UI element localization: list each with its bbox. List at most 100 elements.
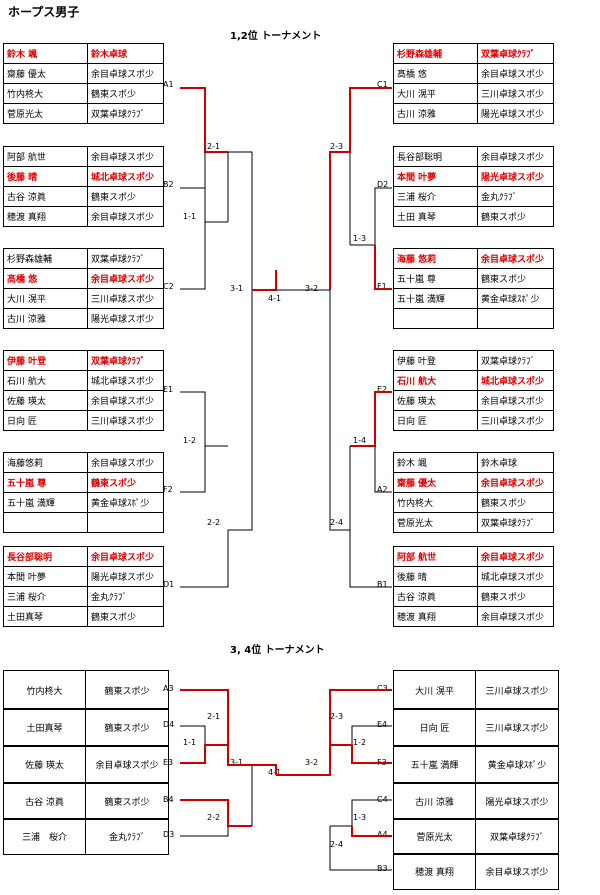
match-score: 1-3 [353,813,367,822]
bracket-line [329,290,351,531]
player-row: 三浦 桜介金丸ｸﾗﾌﾞ [3,818,169,855]
player-row: 日向 匠三川卓球スポ少 [393,708,559,747]
player-row: 菅原光太双葉卓球ｸﾗﾌﾞ [393,818,559,855]
club-name: 城北卓球スポ少 [477,566,554,587]
team-row: 菅原光太双葉卓球ｸﾗﾌﾞ [393,512,554,533]
bracket-line [350,187,392,246]
team-row: 杉野森雄輔双葉卓球ｸﾗﾌﾞ [393,43,554,64]
player-table-d4: 土田真琴鶴東スポ少 [3,708,169,747]
player-table-b3: 穂渡 真翔余目卓球スポ少 [393,853,559,890]
player-row: 大川 滉平三川卓球スポ少 [393,670,559,710]
section-title-3-4: 3, 4位 トーナメント [230,645,325,656]
team-row: 日向 匠三川卓球スポ少 [3,410,164,431]
player-name: 三浦 桜介 [3,818,86,855]
bracket-line [180,744,228,764]
team-row [393,308,554,329]
team-row: 古谷 涼眞鶴東スポ少 [3,186,164,207]
team-table-f2: 海藤悠莉余目卓球スポ少五十嵐 尊鶴東スポ少五十嵐 満輝黄金卓球ｽﾎﾟ少 [3,452,164,533]
bracket-line [180,826,229,837]
player-table-c3: 大川 滉平三川卓球スポ少 [393,670,559,710]
seed-label: B1 [377,580,388,589]
team-row: 髙橋 悠余目卓球スポ少 [3,268,164,289]
club-name: 余目卓球スポ少 [475,853,559,890]
club-name: 鶴東スポ少 [87,606,164,627]
team-table-e2: 伊藤 叶登双葉卓球ｸﾗﾌﾞ石川 航大城北卓球スポ少佐藤 瑛太余目卓球スポ少日向 … [393,350,554,431]
team-row [3,512,164,533]
seed-label: D3 [163,830,175,839]
player-name: 穂渡 真翔 [393,606,478,627]
bracket-line [351,725,392,745]
club-name: 三川卓球スポ少 [477,410,554,431]
player-name: 日向 匠 [393,410,478,431]
seed-label: E1 [163,385,174,394]
player-row: 竹内柊大鶴東スポ少 [3,670,169,710]
player-table-a4: 菅原光太双葉卓球ｸﾗﾌﾞ [393,818,559,855]
team-row: 佐藤 瑛太余目卓球スポ少 [3,390,164,411]
match-score: 3-1 [230,758,244,767]
bracket-line [180,391,228,447]
team-row: 古川 涼雅陽光卓球スポ少 [3,308,164,329]
club-name [477,308,554,329]
bracket-line [330,799,392,827]
seed-label: E4 [377,720,388,729]
match-score: 1-2 [183,436,197,445]
bracket-line [374,446,392,493]
match-score: 3-2 [305,758,319,767]
bracket-line [329,826,392,871]
team-row: 菅原光太双葉卓球ｸﾗﾌﾞ [3,103,164,124]
seed-label: F2 [163,485,173,494]
team-row: 佐藤 瑛太余目卓球スポ少 [393,390,554,411]
match-score: 2-2 [207,518,221,527]
player-table-f3: 五十嵐 満輝黄金卓球ｽﾎﾟ少 [393,745,559,784]
bracket-line [180,446,206,493]
match-score: 1-1 [183,212,197,221]
match-score: 2-3 [330,142,344,151]
bracket-line [374,245,392,290]
player-row: 古川 涼雅陽光卓球スポ少 [393,782,559,820]
match-score: 4-1 [268,294,282,303]
player-row: 穂渡 真翔余目卓球スポ少 [393,853,559,890]
seed-label: B3 [377,864,388,873]
club-name: 鶴東スポ少 [85,670,169,710]
team-row: 竹内柊大鶴東スポ少 [393,492,554,513]
team-row: 杉野森雄輔双葉卓球ｸﾗﾌﾞ [3,248,164,269]
bracket-line [180,799,252,827]
team-row: 齋藤 優太余目卓球スポ少 [393,472,554,493]
player-row: 土田真琴鶴東スポ少 [3,708,169,747]
seed-label: A1 [163,80,174,89]
team-row: 土田 真琴鶴東スポ少 [393,206,554,227]
player-name: 土田 真琴 [393,206,478,227]
bracket-line [276,689,392,776]
team-row: 日向 匠三川卓球スポ少 [393,410,554,431]
team-table-f1: 海藤 悠莉余目卓球スポ少五十嵐 尊鶴東スポ少五十嵐 満輝黄金卓球ｽﾎﾟ少 [393,248,554,329]
team-row: 阿部 航世余目卓球スポ少 [3,146,164,167]
team-row: 大川 滉平三川卓球スポ少 [393,83,554,104]
seed-label: C3 [377,684,388,693]
player-name: 古谷 涼眞 [3,782,86,820]
bracket-line [252,764,277,775]
bracket-line [180,689,252,766]
match-score: 3-2 [305,284,319,293]
team-table-c1: 杉野森雄輔双葉卓球ｸﾗﾌﾞ髙橋 悠余目卓球スポ少大川 滉平三川卓球スポ少古川 涼… [393,43,554,124]
bracket-line [330,744,392,764]
player-name: 菅原光太 [393,512,478,533]
seed-label: D2 [377,180,389,189]
seed-label: B2 [163,180,174,189]
team-table-d2: 長谷部聡明余目卓球スポ少本間 叶夢陽光卓球スポ少三浦 桜介金丸ｸﾗﾌﾞ土田 真琴… [393,146,554,227]
match-score: 2-1 [207,712,221,721]
team-table-d1: 長谷部聡明余目卓球スポ少本間 叶夢陽光卓球スポ少三浦 桜介金丸ｸﾗﾌﾞ土田真琴鶴… [3,546,164,627]
team-table-b1: 阿部 航世余目卓球スポ少後藤 晴城北卓球スポ少古谷 涼眞鶴東スポ少穂渡 真翔余目… [393,546,554,627]
player-table-b4: 古谷 涼眞鶴東スポ少 [3,782,169,820]
bracket-line [180,187,228,223]
seed-label: C1 [377,80,388,89]
team-table-b2: 阿部 航世余目卓球スポ少後藤 晴城北卓球スポ少古谷 涼眞鶴東スポ少穂渡 真翔余目… [3,146,164,227]
bracket-line [180,87,228,153]
team-table-c2: 杉野森雄輔双葉卓球ｸﾗﾌﾞ髙橋 悠余目卓球スポ少大川 滉平三川卓球スポ少古川 涼… [3,248,164,329]
player-name: 古川 涼雅 [3,308,88,329]
bracket-line [350,391,392,447]
seed-label: A2 [377,485,388,494]
match-score: 2-4 [330,840,344,849]
team-row: 古川 涼雅陽光卓球スポ少 [393,103,554,124]
player-name: 菅原光太 [393,818,476,855]
